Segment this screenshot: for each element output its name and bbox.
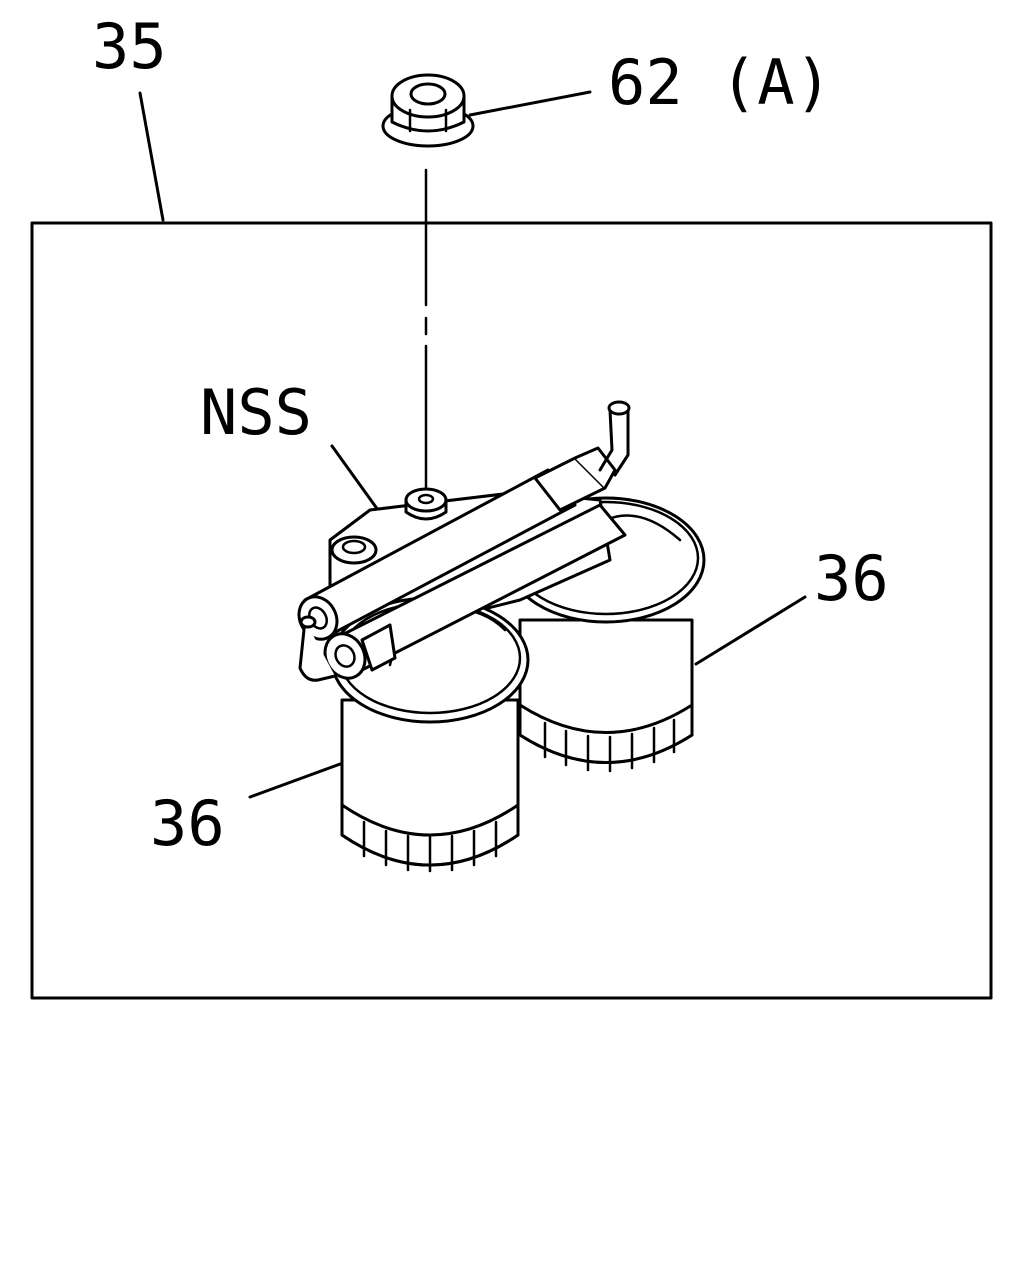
filter-element-left <box>330 596 530 873</box>
label-36-left: 36 <box>150 787 225 860</box>
label-62a: 62 (A) <box>608 46 832 119</box>
label-36-right: 36 <box>814 542 889 615</box>
hose-fitting-left <box>298 615 336 682</box>
label-nss: NSS <box>200 376 312 449</box>
leader-nss <box>330 444 380 512</box>
leader-62a <box>468 90 592 117</box>
label-35: 35 <box>92 10 167 83</box>
assembly-frame <box>30 221 993 1000</box>
hose-fitting-right <box>598 400 631 477</box>
leader-35 <box>138 91 165 222</box>
leader-36-left <box>248 761 345 799</box>
leader-36-right <box>694 595 807 666</box>
flange-nut <box>381 73 475 148</box>
